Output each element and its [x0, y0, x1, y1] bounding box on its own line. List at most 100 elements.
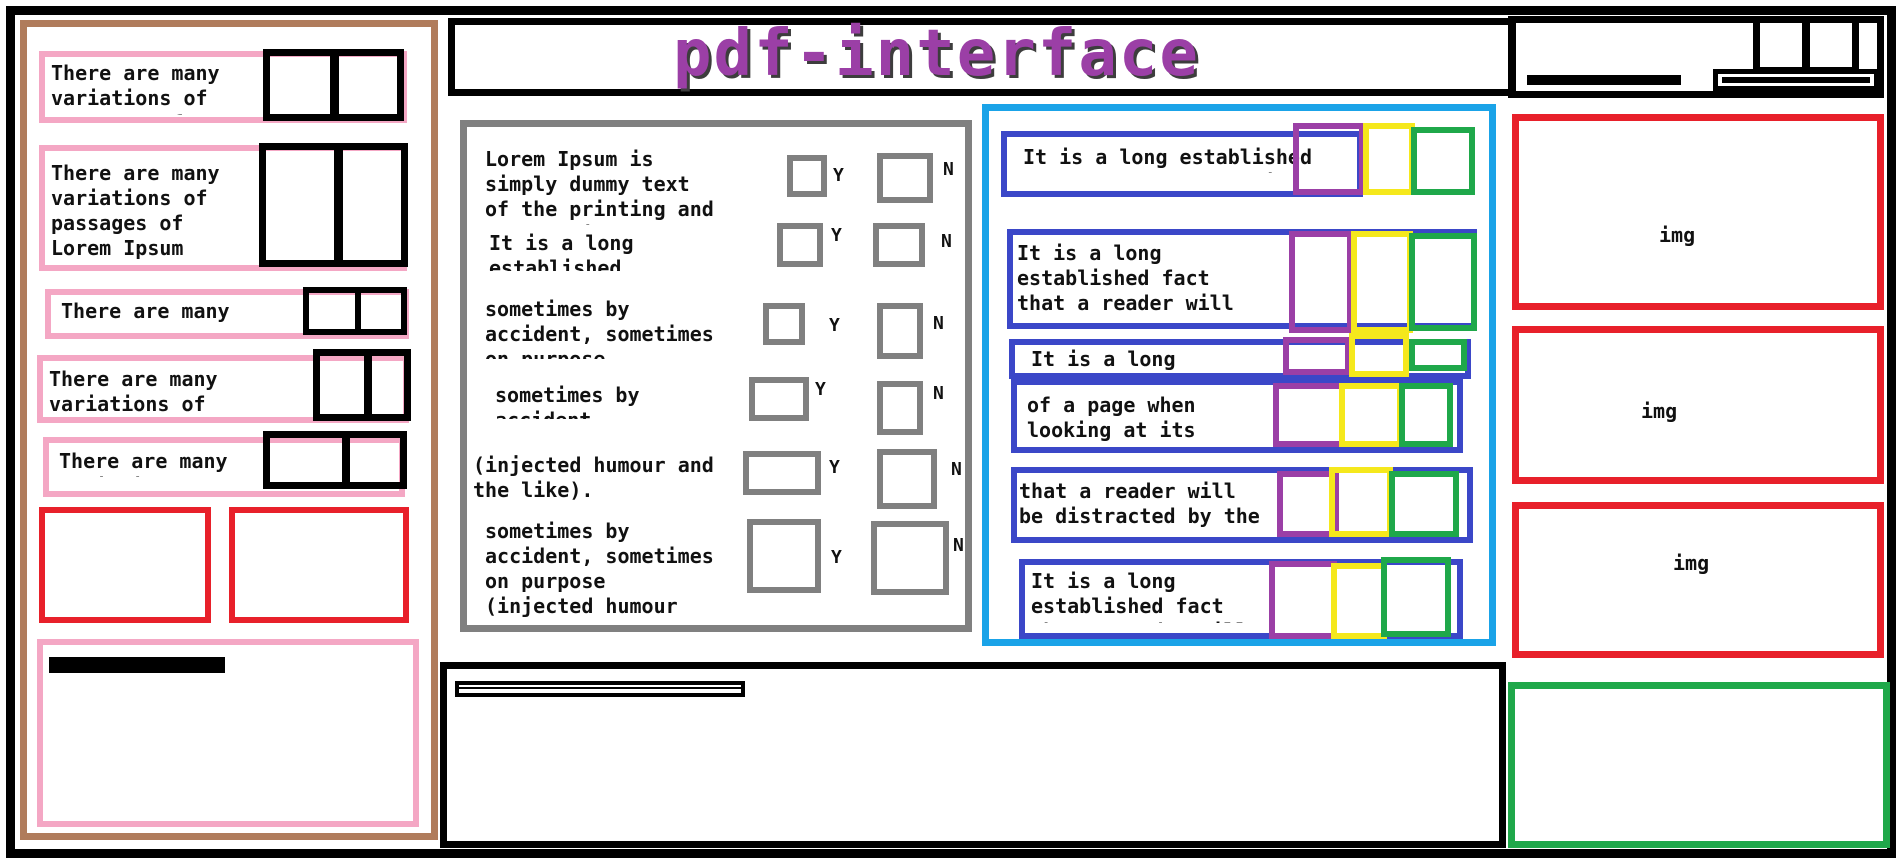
image-box[interactable]: img — [1512, 326, 1884, 484]
mid-option-green[interactable] — [1411, 127, 1475, 195]
no-checkbox[interactable] — [877, 449, 937, 509]
mid-option-yellow[interactable] — [1363, 123, 1415, 195]
no-checkbox[interactable] — [877, 381, 923, 435]
mid-list-item[interactable]: It is a long established fact that a rea… — [1019, 559, 1463, 639]
mid-option-yellow[interactable] — [1339, 383, 1403, 447]
mid-option-purple[interactable] — [1269, 561, 1337, 639]
left-item-text: There are many variations of — [49, 367, 230, 416]
mid-list-item[interactable]: of a page when looking at its — [1011, 379, 1463, 453]
left-item-button[interactable] — [263, 49, 337, 121]
question-text: sometimes by accident, sometimes on purp… — [485, 297, 714, 359]
mid-option-yellow[interactable] — [1349, 333, 1409, 377]
yes-label: Y — [829, 457, 840, 478]
bottom-title-bar — [455, 681, 745, 697]
mid-list-panel: It is a long established fact that a rea… — [982, 104, 1496, 646]
question-text: It is a long established fact — [489, 231, 634, 271]
image-label: img — [1659, 223, 1696, 247]
header-window-button[interactable] — [1753, 16, 1809, 74]
yes-checkbox[interactable] — [749, 377, 809, 421]
notes-title-bar — [49, 657, 225, 673]
left-item-button[interactable] — [365, 349, 411, 421]
yes-checkbox[interactable] — [763, 303, 805, 345]
yes-checkbox[interactable] — [747, 519, 821, 593]
left-item[interactable]: There are many variations of passages of… — [39, 51, 407, 123]
left-item-button[interactable] — [355, 287, 407, 335]
header-tab-inner — [1722, 77, 1870, 83]
left-item[interactable]: There are many — [45, 289, 409, 339]
left-item-text: There are many — [61, 299, 230, 323]
mid-option-green[interactable] — [1409, 233, 1477, 331]
question-text: sometimes by accident, sometimes — [495, 383, 640, 419]
page-title: pdf-interface — [673, 17, 1200, 91]
left-item-text: There are many variations of passages of… — [51, 61, 220, 115]
no-label: N — [933, 313, 944, 334]
left-item-button[interactable] — [263, 431, 349, 489]
bottom-title-bar-inner — [459, 687, 741, 689]
left-item-text: There are many variations of — [59, 449, 228, 477]
question-text: (injected humour and the like). — [473, 453, 714, 502]
bottom-text-area[interactable] — [440, 662, 1506, 848]
left-notes-box[interactable] — [37, 639, 419, 827]
yes-checkbox[interactable] — [777, 223, 823, 267]
yes-checkbox[interactable] — [787, 155, 827, 197]
left-item[interactable]: There are many variations of passages of… — [39, 145, 407, 271]
left-red-box[interactable] — [229, 507, 409, 623]
yes-label: Y — [829, 315, 840, 336]
no-checkbox[interactable] — [877, 303, 923, 359]
mid-item-text: It is a long established fact that a rea… — [1023, 145, 1312, 173]
yes-checkbox[interactable] — [743, 451, 821, 495]
left-item-button[interactable] — [332, 49, 404, 121]
mid-option-purple[interactable] — [1289, 231, 1353, 333]
no-label: N — [951, 459, 962, 480]
mid-option-purple[interactable] — [1283, 337, 1351, 375]
no-checkbox[interactable] — [873, 223, 925, 267]
image-box[interactable]: img — [1512, 502, 1884, 658]
mid-item-text: It is a long — [1031, 347, 1176, 371]
mid-option-green[interactable] — [1389, 471, 1459, 537]
image-label: img — [1641, 399, 1678, 423]
mid-option-yellow[interactable] — [1331, 563, 1387, 639]
yes-label: Y — [833, 165, 844, 186]
mid-option-purple[interactable] — [1277, 471, 1339, 537]
left-item-button[interactable] — [313, 349, 371, 421]
left-item-text: There are many variations of passages of… — [51, 161, 232, 260]
mid-option-purple[interactable] — [1293, 123, 1365, 195]
no-label: N — [953, 535, 964, 556]
green-box[interactable] — [1508, 682, 1890, 848]
left-item-button[interactable] — [259, 143, 341, 267]
left-item-button[interactable] — [336, 143, 408, 267]
header-controls — [1508, 16, 1884, 98]
yes-label: Y — [831, 547, 842, 568]
mid-option-green[interactable] — [1381, 557, 1451, 637]
no-checkbox[interactable] — [877, 153, 933, 203]
yes-label: Y — [831, 225, 842, 246]
mid-option-yellow[interactable] — [1329, 467, 1393, 537]
question-text: Lorem Ipsum is simply dummy text of the … — [485, 147, 714, 225]
no-checkbox[interactable] — [871, 521, 949, 595]
mid-item-text: of a page when looking at its — [1027, 393, 1208, 442]
yes-label: Y — [815, 379, 826, 400]
image-label: img — [1673, 551, 1710, 575]
mid-option-purple[interactable] — [1273, 383, 1345, 447]
left-item-button[interactable] — [343, 431, 407, 489]
mid-list-item[interactable]: It is a long — [1009, 339, 1471, 379]
header-line — [1527, 75, 1681, 85]
mid-item-text: that a reader will be distracted by the — [1019, 479, 1260, 528]
no-label: N — [941, 231, 952, 252]
header-bar: pdf-interface — [448, 17, 1516, 96]
no-label: N — [933, 383, 944, 404]
mid-option-green[interactable] — [1409, 339, 1467, 371]
mid-item-text: It is a long established fact that a rea… — [1017, 241, 1234, 317]
mid-item-text: It is a long established fact that a rea… — [1031, 569, 1248, 623]
image-box[interactable]: img — [1512, 114, 1884, 310]
header-window-button[interactable] — [1803, 16, 1859, 74]
left-red-box[interactable] — [39, 507, 211, 623]
mid-option-green[interactable] — [1399, 383, 1453, 447]
mid-option-yellow[interactable] — [1351, 231, 1413, 333]
question-panel: Lorem Ipsum is simply dummy text of the … — [460, 120, 972, 632]
left-item-button[interactable] — [303, 287, 361, 335]
left-panel: There are many variations of passages of… — [20, 20, 438, 840]
mid-list-item[interactable]: that a reader will be distracted by the — [1011, 467, 1473, 543]
app-frame — [6, 6, 1896, 858]
question-text: sometimes by accident, sometimes on purp… — [485, 519, 714, 618]
